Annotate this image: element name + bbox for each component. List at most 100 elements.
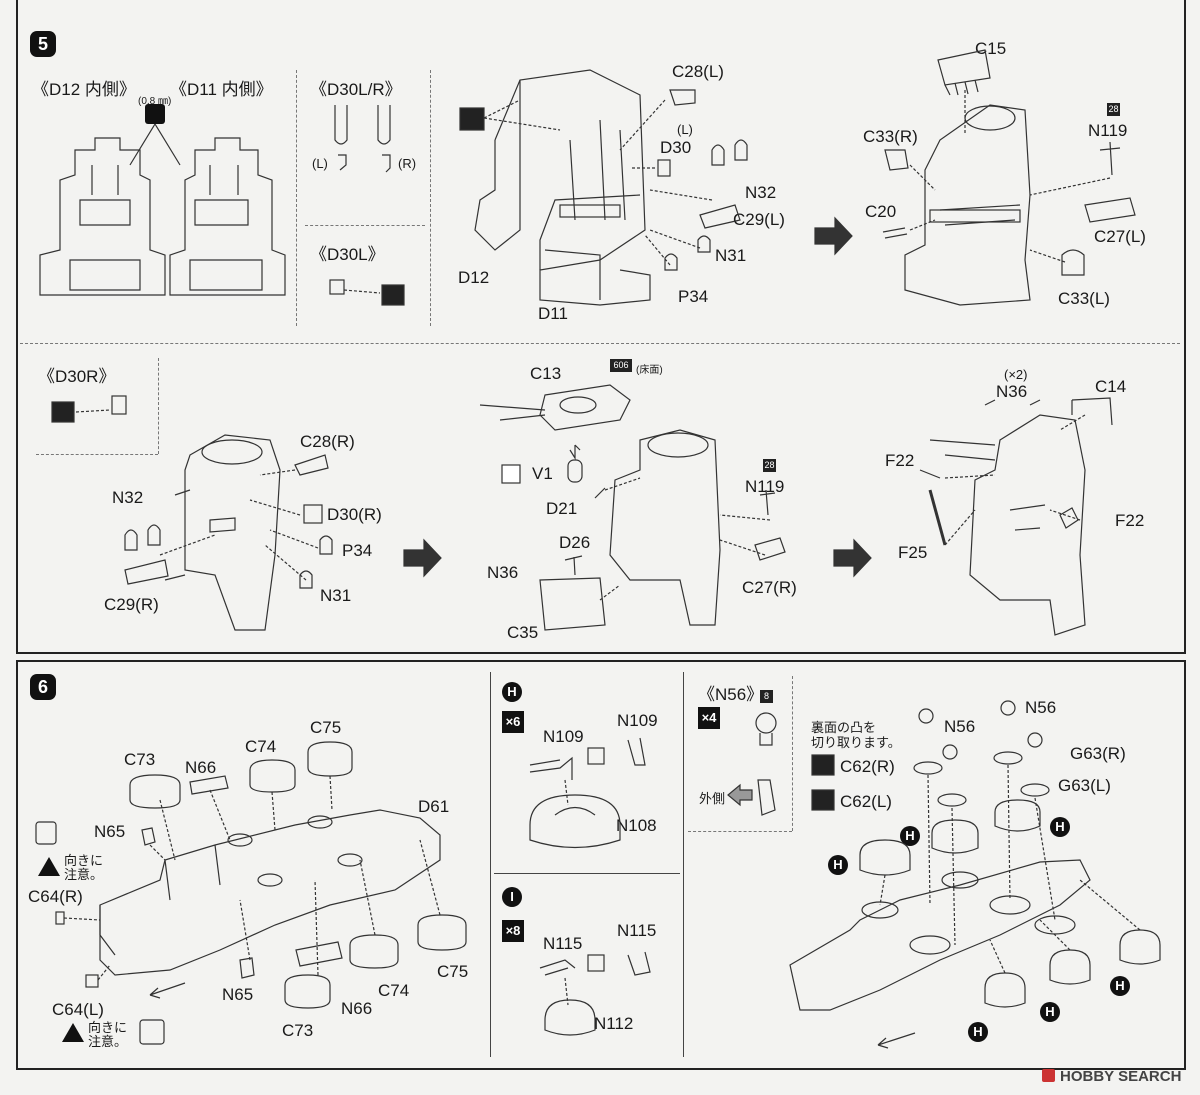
d30-l-piece (338, 154, 347, 171)
label-d12: D12 (458, 268, 490, 287)
label-f22-left: F22 (885, 451, 915, 470)
label-d30: D30 (660, 138, 692, 157)
part-c28r (294, 454, 329, 476)
arrow-v1 (569, 444, 581, 461)
part-c20 (882, 227, 908, 239)
caution-bottom: 向きに 注意。 (88, 1020, 128, 1049)
label-c62l: C62(L) (840, 792, 892, 811)
label-n115-right: N115 (617, 921, 657, 940)
part-n115-right (627, 951, 651, 976)
label-c33l: C33(L) (1058, 289, 1110, 308)
label-n65-top: N65 (94, 822, 126, 841)
paint-number-28b: 28 (763, 459, 776, 472)
part-c15 (937, 49, 991, 86)
label-c73-top: C73 (124, 750, 156, 769)
tower-mid-center (609, 429, 721, 626)
label-c73-bottom: C73 (282, 1021, 314, 1040)
caution-part-icon-bottom (139, 1019, 165, 1045)
part-c62l (937, 793, 967, 807)
drill-icon (145, 104, 165, 124)
arrow-step5-top (814, 216, 853, 256)
part-n56-a (918, 708, 934, 724)
label-c29r: C29(R) (104, 595, 159, 614)
label-c28r: C28(R) (300, 432, 355, 451)
d11-inner-title: 《D11 内側》 (170, 80, 273, 99)
part-n32 (711, 139, 748, 166)
d30-r-piece (382, 154, 391, 173)
d30lr-title: 《D30L/R》 (310, 80, 402, 99)
turret-h-5 (1049, 949, 1091, 985)
part-c14 (1071, 397, 1113, 426)
part-c73-top (129, 774, 181, 809)
label-c74-top: C74 (245, 737, 277, 756)
label-c62r: C62(R) (840, 757, 895, 776)
drill-size: (0.8 ㎜) (138, 96, 172, 107)
label-n36: N36 (487, 563, 519, 582)
label-n119: N119 (1088, 121, 1128, 140)
label-c33r: C33(R) (863, 127, 918, 146)
tool-icon-v1 (501, 464, 521, 484)
part-c74-top (249, 759, 296, 793)
label-n36-right: N36 (996, 382, 1028, 401)
glue-icon-c62r (811, 754, 835, 776)
glue-icon-c62l (811, 789, 835, 811)
part-c64r (55, 911, 65, 925)
divider-h-i (494, 873, 680, 874)
part-n109-right (627, 737, 646, 766)
label-c14: C14 (1095, 377, 1127, 396)
label-n108: N108 (616, 816, 657, 835)
paint-number-606: 606 (610, 359, 632, 372)
label-c75-top: C75 (310, 718, 342, 737)
label-n31: N31 (715, 246, 747, 265)
step6-frame (16, 660, 1186, 1070)
label-c15: C15 (975, 39, 1007, 58)
watermark: HOBBY SEARCH (1060, 1068, 1182, 1085)
tower-assembled-top-right (904, 104, 1031, 306)
part-c27l (1084, 197, 1136, 223)
part-n108-detail (554, 806, 596, 816)
d30r-block (111, 395, 127, 415)
divider-d30r (158, 358, 159, 454)
label-c29l: C29(L) (733, 210, 785, 229)
part-c35 (539, 577, 606, 631)
d30-r-mark: (R) (398, 156, 417, 171)
label-n56-left: N56 (944, 717, 976, 736)
part-d21 (594, 487, 606, 499)
marker-h-4: H (1110, 976, 1130, 996)
label-n32: N32 (745, 183, 777, 202)
label-x2: (×2) (1004, 367, 1028, 382)
divider-n56-panel (683, 672, 684, 1057)
label-c20: C20 (865, 202, 897, 221)
glue-icon-3 (51, 401, 75, 423)
paint-number-28a: 28 (1107, 103, 1120, 116)
label-c28l: C28(L) (672, 62, 724, 81)
part-v1 (567, 459, 583, 483)
turret-h-2 (931, 819, 979, 854)
part-n56-top (755, 712, 777, 734)
marker-h-1: H (900, 826, 920, 846)
part-f22-right (1059, 507, 1079, 529)
step-6-badge: 6 (30, 674, 56, 700)
part-c33r (884, 149, 909, 171)
d30l-block (329, 279, 345, 295)
part-c27r (754, 537, 786, 561)
step-5-badge: 5 (30, 31, 56, 57)
label-f22-right: F22 (1115, 511, 1145, 530)
divider-n56-box (792, 676, 793, 831)
label-c75-bottom: C75 (437, 962, 469, 981)
part-c33l (1061, 249, 1085, 276)
part-n112 (544, 999, 596, 1036)
label-n109-left: N109 (543, 727, 584, 746)
marker-h-2: H (828, 855, 848, 875)
label-n31-mid: N31 (320, 586, 352, 605)
arrow-icon-i (587, 954, 605, 972)
divider-h-panel (490, 672, 491, 1057)
part-n56-c (1000, 700, 1016, 716)
label-c35: C35 (507, 623, 539, 642)
count-x8: ×8 (502, 920, 524, 942)
part-n31 (697, 235, 711, 253)
label-p34-mid: P34 (342, 541, 373, 560)
d12-inner-title: 《D12 内側》 (32, 80, 136, 99)
part-n56-d (1027, 732, 1043, 748)
